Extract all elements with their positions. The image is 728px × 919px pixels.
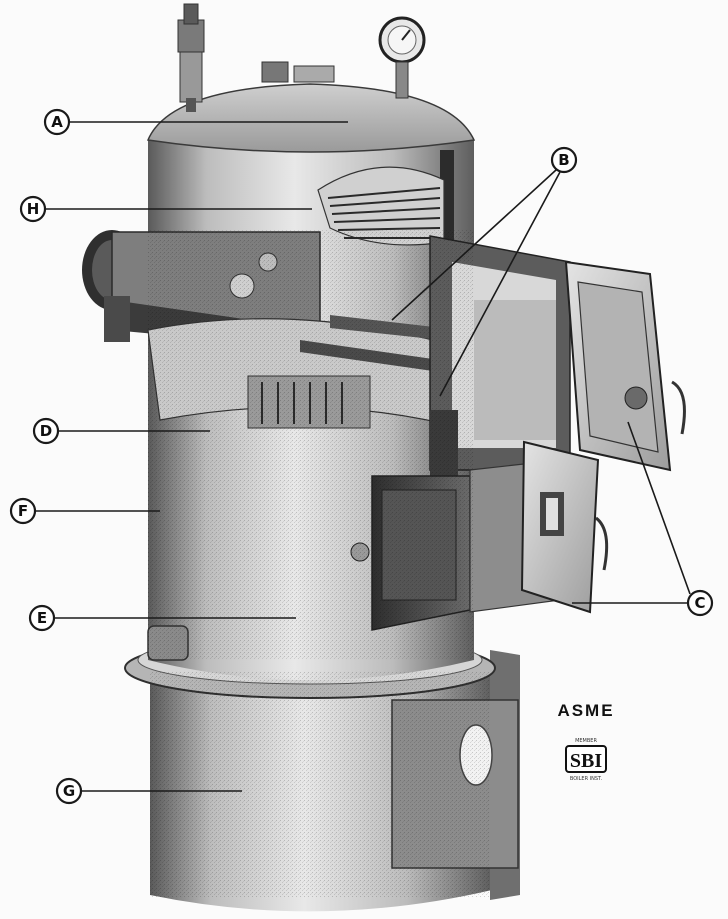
callout-c: C (694, 594, 705, 612)
callout-a: A (51, 113, 63, 131)
callout-c-circle (686, 589, 714, 617)
certification-marks: ASME MEMBER SBI BOILER INST. (557, 701, 614, 782)
asme-mark: ASME (557, 701, 614, 720)
upper-smokebox (429, 235, 571, 480)
callout-e: E (37, 609, 47, 627)
callout-h-circle (19, 195, 47, 223)
callout-g-circle (55, 777, 83, 805)
stamp-top-text: MEMBER (575, 738, 597, 744)
callout-d: D (40, 422, 52, 440)
upper-door (564, 260, 686, 472)
callout-f-circle (9, 497, 37, 525)
stamp-bottom-text: BOILER INST. (570, 776, 603, 782)
leader-line-b2 (439, 171, 561, 397)
top-dome (146, 83, 476, 153)
leader-line-b1 (391, 169, 557, 321)
callout-g: G (63, 782, 75, 800)
sbi-mark: SBI (570, 750, 602, 772)
sbi-stamp-frame (565, 745, 607, 773)
callout-b: B (558, 151, 569, 169)
callout-layer: A H B D F E C G (9, 108, 714, 805)
shell-texture (148, 230, 474, 660)
leader-line-c2 (627, 421, 691, 595)
callout-e-circle (28, 604, 56, 632)
base-texture (150, 672, 490, 897)
callout-b-circle (550, 146, 578, 174)
callout-h: H (27, 200, 40, 218)
boiler-body (82, 3, 686, 912)
lower-door (520, 440, 609, 614)
callout-d-circle (32, 417, 60, 445)
callout-f: F (18, 502, 28, 520)
top-fittings (177, 3, 426, 112)
tube-bank (317, 166, 445, 246)
callout-a-circle (43, 108, 71, 136)
